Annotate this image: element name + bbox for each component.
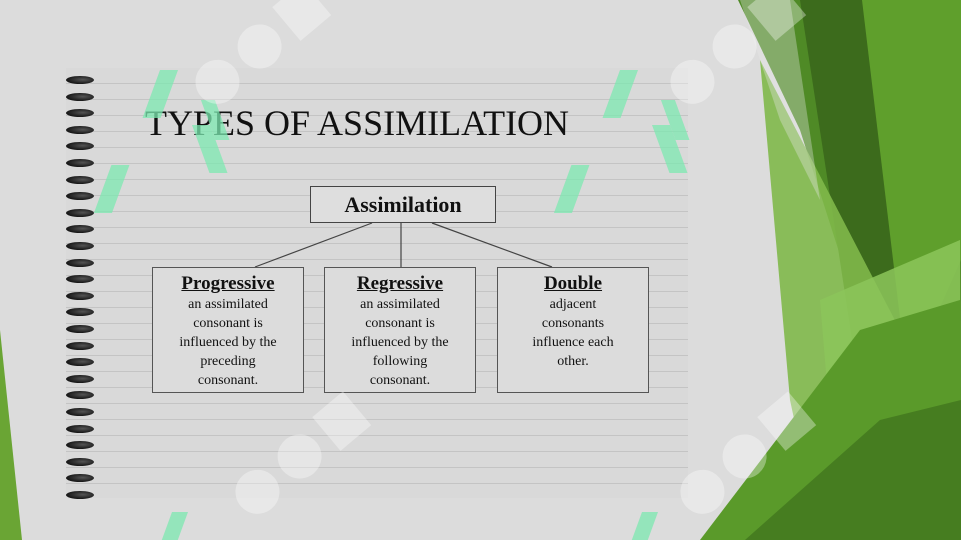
spiral-ring bbox=[66, 125, 94, 134]
regressive-line-1: an assimilated bbox=[360, 297, 440, 312]
regressive-line-2: consonant is bbox=[365, 316, 435, 331]
regressive-line-3: influenced by the bbox=[351, 335, 449, 350]
spiral-ring bbox=[66, 341, 94, 350]
notebook-spiral-binding bbox=[66, 70, 100, 510]
progressive-line-1: an assimilated bbox=[188, 297, 268, 312]
slide-title: TYPES OF ASSIMILATION bbox=[145, 103, 570, 143]
spiral-ring bbox=[66, 391, 94, 400]
regressive-line-4: following bbox=[372, 354, 428, 369]
double-heading: Double bbox=[543, 273, 603, 294]
spiral-ring bbox=[66, 92, 94, 101]
regressive-box: Regressive an assimilated consonant is i… bbox=[324, 267, 476, 393]
spiral-ring bbox=[66, 474, 94, 483]
spiral-ring bbox=[66, 408, 94, 416]
progressive-line-5: consonant. bbox=[197, 373, 259, 388]
spiral-ring bbox=[66, 424, 94, 433]
double-box: Double adjacent consonants influence eac… bbox=[497, 267, 649, 393]
spiral-ring bbox=[66, 242, 94, 250]
spiral-ring bbox=[66, 175, 94, 184]
bottom-right-green-shadow bbox=[745, 400, 961, 540]
right-light-streak bbox=[740, 0, 820, 200]
assimilation-root-box: Assimilation bbox=[310, 186, 496, 223]
spiral-ring bbox=[66, 325, 94, 333]
spiral-ring bbox=[66, 109, 94, 118]
regressive-heading: Regressive bbox=[356, 273, 444, 294]
spiral-ring bbox=[66, 258, 94, 267]
spiral-ring bbox=[66, 291, 94, 300]
progressive-heading: Progressive bbox=[181, 273, 275, 294]
progressive-line-3: influenced by the bbox=[179, 335, 277, 350]
left-green-accent bbox=[0, 330, 22, 540]
spiral-ring bbox=[66, 76, 94, 84]
progressive-box: Progressive an assimilated consonant is … bbox=[152, 267, 304, 393]
root-label: Assimilation bbox=[344, 191, 462, 217]
spiral-ring bbox=[66, 208, 94, 217]
spiral-ring bbox=[66, 142, 94, 151]
spiral-ring bbox=[66, 159, 94, 167]
double-line-1: adjacent bbox=[549, 297, 597, 312]
spiral-ring bbox=[66, 225, 94, 234]
progressive-line-2: consonant is bbox=[193, 316, 263, 331]
spiral-ring bbox=[66, 308, 94, 317]
spiral-ring bbox=[66, 441, 94, 450]
spiral-ring bbox=[66, 374, 94, 383]
spiral-ring bbox=[66, 358, 94, 367]
double-line-2: consonants bbox=[541, 316, 605, 331]
double-line-4: other. bbox=[557, 354, 589, 369]
progressive-line-4: preceding bbox=[200, 354, 256, 369]
regressive-line-5: consonant. bbox=[369, 373, 431, 388]
spiral-ring bbox=[66, 275, 94, 284]
double-line-3: influence each bbox=[532, 335, 614, 350]
spiral-ring bbox=[66, 192, 94, 201]
spiral-ring bbox=[66, 457, 94, 466]
spiral-ring bbox=[66, 491, 94, 499]
